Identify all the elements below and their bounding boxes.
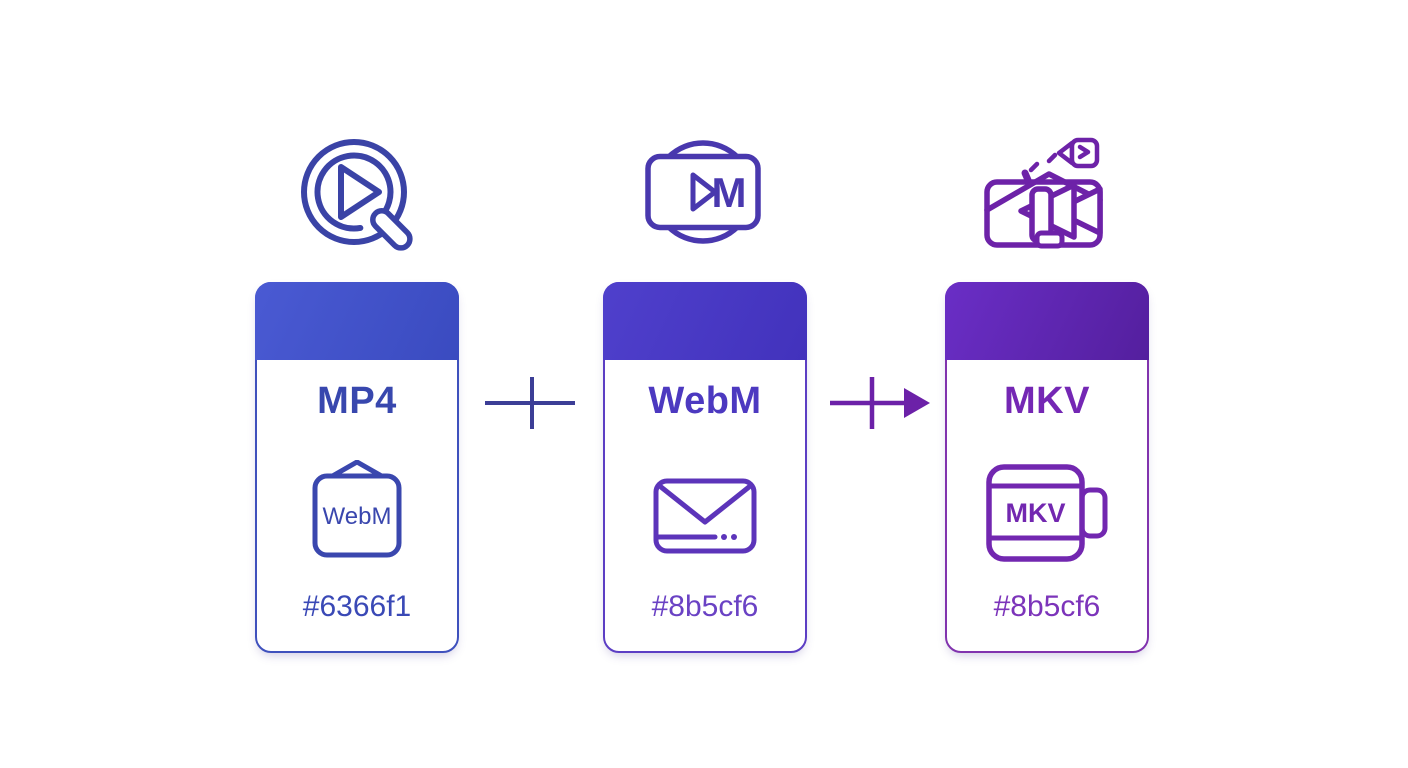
film-cartridge-icon: MKV bbox=[986, 464, 1108, 562]
color-hex-label: #6366f1 bbox=[302, 590, 412, 623]
format-card-mkv: MKV MKV #8b5cf6 bbox=[945, 282, 1149, 653]
format-card-webm: WebM #8b5cf6 bbox=[603, 282, 807, 653]
card-header bbox=[603, 282, 807, 360]
card-title: MP4 bbox=[317, 380, 397, 422]
plus-connector bbox=[485, 377, 575, 429]
camcorder-icon bbox=[984, 137, 1103, 249]
card-header bbox=[255, 282, 459, 360]
webm-tag-label: WebM bbox=[323, 503, 392, 530]
card-title: MKV bbox=[1004, 380, 1090, 422]
color-hex-label: #8b5cf6 bbox=[993, 590, 1101, 623]
color-hex-label: #8b5cf6 bbox=[651, 590, 759, 623]
arrowhead bbox=[904, 388, 930, 418]
format-card-mp4: MP4 WebM #6366f1 bbox=[255, 282, 459, 653]
film-cartridge-label: MKV bbox=[1006, 498, 1066, 528]
quicktime-player-icon bbox=[301, 139, 413, 251]
webm-player-letter: M bbox=[712, 169, 747, 216]
webm-player-icon: M bbox=[645, 140, 761, 244]
card-header bbox=[945, 282, 1149, 360]
card-title: WebM bbox=[648, 380, 762, 422]
arrow-connector bbox=[830, 377, 930, 429]
envelope-icon bbox=[653, 478, 757, 554]
webm-tag-icon: WebM bbox=[312, 460, 402, 558]
